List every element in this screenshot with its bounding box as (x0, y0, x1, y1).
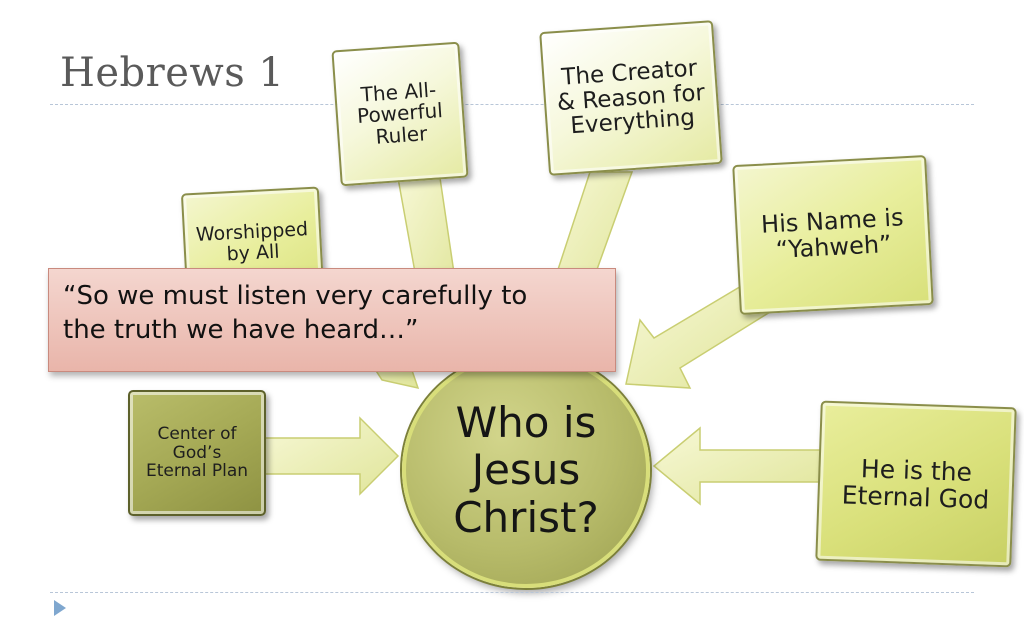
slide-title: Hebrews 1 (60, 50, 285, 96)
central-question-circle: Who is Jesus Christ? (402, 352, 650, 588)
node-creator: The Creator & Reason for Everything (539, 20, 723, 176)
quote-line-2: the truth we have heard…” (63, 315, 419, 346)
play-arrow-icon[interactable] (54, 600, 66, 616)
node-all-powerful-ruler: The All- Powerful Ruler (331, 41, 469, 187)
arrow-eternal (652, 426, 821, 506)
arrow-center-plan (263, 416, 400, 496)
node-eternal-god: He is the Eternal God (815, 400, 1017, 568)
quote-callout: “So we must listen very carefully to the… (48, 268, 616, 372)
title-divider (50, 104, 974, 105)
quote-line-1: “So we must listen very carefully to (63, 281, 528, 311)
node-yahweh: His Name is “Yahweh” (732, 155, 934, 315)
node-center-of-plan: Center of God’s Eternal Plan (128, 390, 266, 516)
footer-divider (50, 592, 974, 593)
arrow-yahweh (625, 281, 772, 389)
